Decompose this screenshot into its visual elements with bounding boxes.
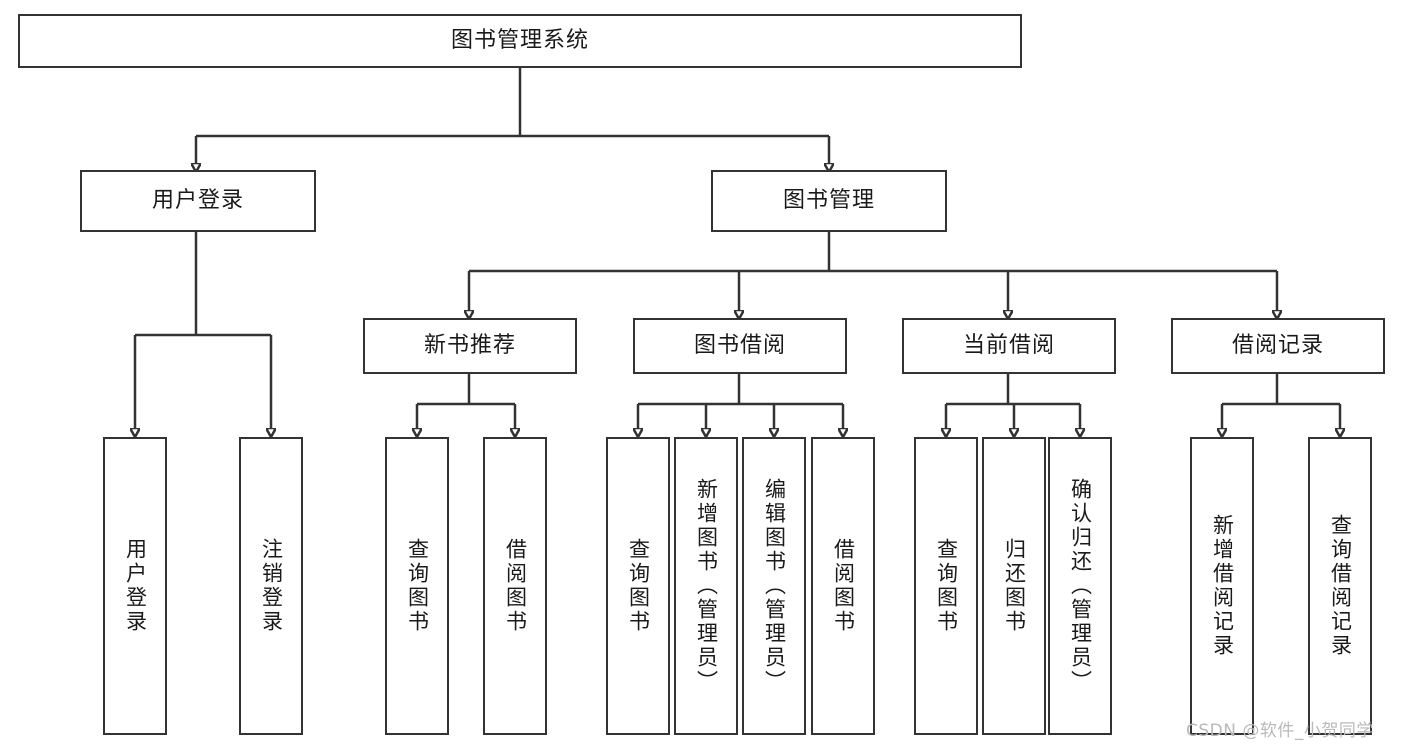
node-borrow-record[interactable]: 借阅记录 <box>1171 318 1385 374</box>
node-current-borrow[interactable]: 当前借阅 <box>902 318 1116 374</box>
node-book-management[interactable]: 图书管理 <box>711 170 947 232</box>
node-label: 用户登录 <box>151 188 244 214</box>
leaf-query-book-current[interactable]: 查询图书 <box>914 437 978 735</box>
leaf-user-login[interactable]: 用户登录 <box>103 437 167 735</box>
node-label: 查询借阅记录 <box>1328 514 1353 658</box>
node-label: 新增图书（管理员） <box>694 478 719 694</box>
node-label: 当前借阅 <box>962 333 1055 359</box>
node-label: 图书管理 <box>782 188 875 214</box>
node-root-system[interactable]: 图书管理系统 <box>18 14 1022 68</box>
leaf-query-book-borrow[interactable]: 查询图书 <box>606 437 670 735</box>
node-label: 查询图书 <box>405 538 430 634</box>
node-label: 新增借阅记录 <box>1210 514 1235 658</box>
node-label: 图书管理系统 <box>450 28 589 54</box>
leaf-logout[interactable]: 注销登录 <box>239 437 303 735</box>
node-label: 编辑图书（管理员） <box>762 478 787 694</box>
leaf-query-book-new[interactable]: 查询图书 <box>385 437 449 735</box>
leaf-add-borrow-record[interactable]: 新增借阅记录 <box>1190 437 1254 735</box>
node-user-login[interactable]: 用户登录 <box>80 170 316 232</box>
node-label: 借阅记录 <box>1231 333 1324 359</box>
node-label: 借阅图书 <box>503 538 528 634</box>
leaf-edit-book-admin[interactable]: 编辑图书（管理员） <box>742 437 806 735</box>
leaf-confirm-return-admin[interactable]: 确认归还（管理员） <box>1048 437 1112 735</box>
leaf-query-borrow-record[interactable]: 查询借阅记录 <box>1308 437 1372 735</box>
node-label: 归还图书 <box>1002 538 1027 634</box>
node-label: 查询图书 <box>934 538 959 634</box>
node-label: 确认归还（管理员） <box>1068 478 1093 694</box>
node-label: 借阅图书 <box>831 538 856 634</box>
node-label: 图书借阅 <box>693 333 786 359</box>
leaf-return-book[interactable]: 归还图书 <box>982 437 1046 735</box>
leaf-borrow-book[interactable]: 借阅图书 <box>811 437 875 735</box>
node-label: 查询图书 <box>626 538 651 634</box>
node-label: 注销登录 <box>259 538 284 634</box>
leaf-add-book-admin[interactable]: 新增图书（管理员） <box>674 437 738 735</box>
node-label: 用户登录 <box>123 538 148 634</box>
node-new-book-recommend[interactable]: 新书推荐 <box>363 318 577 374</box>
node-label: 新书推荐 <box>423 333 516 359</box>
csdn-watermark: CSDN @软件_小贺同学 <box>1186 721 1374 741</box>
leaf-borrow-book-new[interactable]: 借阅图书 <box>483 437 547 735</box>
node-book-borrow[interactable]: 图书借阅 <box>633 318 847 374</box>
